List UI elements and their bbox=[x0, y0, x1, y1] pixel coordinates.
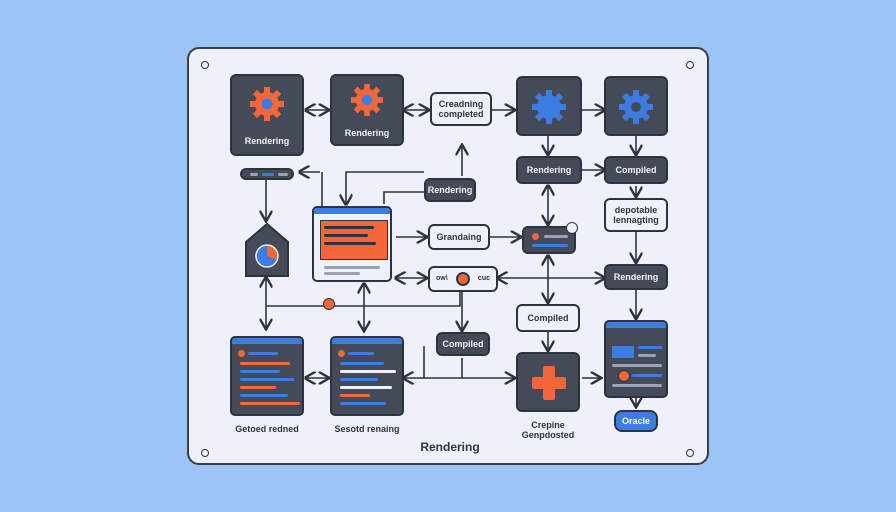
dependable-node[interactable]: depotable lennagting bbox=[604, 198, 668, 232]
gear-tile-1-label: Rendering bbox=[244, 136, 290, 146]
blue-gear-tile-1[interactable] bbox=[516, 76, 582, 136]
lens-node[interactable]: ow\ cuc bbox=[428, 266, 498, 292]
window-titlebar bbox=[606, 322, 666, 328]
gear-tile-rendering-1[interactable]: Rendering bbox=[230, 74, 304, 156]
gear-icon bbox=[347, 80, 387, 120]
creating-completed-node[interactable]: Creadning completed bbox=[430, 92, 492, 126]
blue-gear-tile-2[interactable] bbox=[604, 76, 668, 136]
compiled-node-right[interactable]: Compiled bbox=[604, 156, 668, 184]
corner-pin-bottom-left bbox=[201, 449, 209, 457]
gear-tile-rendering-2[interactable]: Rendering bbox=[330, 74, 404, 146]
left-window-caption: Getoed redned bbox=[235, 424, 299, 434]
granding-node[interactable]: Grandaing bbox=[428, 224, 490, 250]
gear-icon bbox=[247, 84, 287, 124]
window-titlebar bbox=[314, 208, 390, 214]
plus-icon bbox=[532, 366, 566, 400]
corner-pin-bottom-right bbox=[686, 449, 694, 457]
rendering-node-right[interactable]: Rendering bbox=[516, 156, 582, 184]
dashboard-window-right[interactable] bbox=[604, 320, 668, 398]
pie-chart-icon bbox=[255, 244, 279, 268]
corner-pin-top-left bbox=[201, 61, 209, 69]
code-window-left[interactable] bbox=[230, 336, 304, 416]
code-window-mid[interactable] bbox=[330, 336, 404, 416]
plus-tile[interactable] bbox=[516, 352, 580, 412]
gear-icon bbox=[616, 87, 656, 127]
gear-tile-2-label: Rendering bbox=[344, 128, 390, 138]
mid-window-caption: Sesotd renaing bbox=[334, 424, 400, 434]
diagram-footer-title: Rendering bbox=[420, 440, 480, 454]
progress-slider[interactable] bbox=[240, 168, 294, 180]
gear-icon bbox=[529, 87, 569, 127]
compiled-node-center[interactable]: Compiled bbox=[516, 304, 580, 332]
compiled-node-lower[interactable]: Compiled bbox=[436, 332, 490, 356]
lens-right-label: cuc bbox=[477, 275, 490, 282]
code-window-center[interactable] bbox=[312, 206, 392, 282]
window-titlebar bbox=[332, 338, 402, 344]
pie-house-tile[interactable] bbox=[244, 222, 290, 278]
junction-dot bbox=[323, 298, 335, 310]
toggle-slider-tile[interactable] bbox=[522, 226, 576, 254]
oracle-button[interactable]: Oracle bbox=[614, 410, 658, 432]
lens-left-label: ow\ bbox=[436, 275, 448, 282]
rendering-node-far-right[interactable]: Rendering bbox=[604, 264, 668, 290]
lens-icon bbox=[455, 272, 470, 286]
corner-pin-top-right bbox=[686, 61, 694, 69]
status-dot bbox=[566, 222, 578, 234]
plus-tile-caption: Crepine Genpdosted bbox=[521, 420, 575, 440]
window-titlebar bbox=[232, 338, 302, 344]
rendering-node-mid[interactable]: Rendering bbox=[424, 178, 476, 202]
